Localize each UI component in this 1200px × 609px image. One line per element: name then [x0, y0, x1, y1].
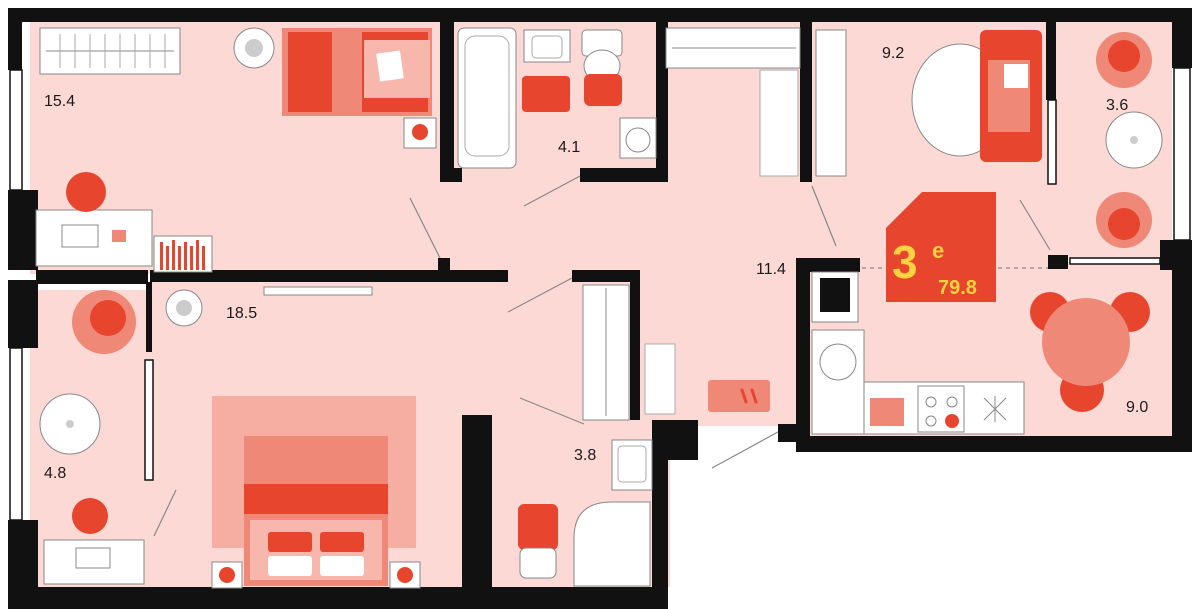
- dining-table: [1030, 292, 1150, 412]
- balcony-left-furniture: [39, 290, 145, 585]
- apartment-badge: 3 e 79.8: [886, 192, 996, 302]
- area-label-hallway: 11.4: [756, 261, 786, 278]
- window-left-top: [9, 69, 23, 191]
- wall-top: [8, 8, 1192, 22]
- area-label-bedroom-bottom: 18.5: [226, 305, 257, 322]
- window-right-balcony: [1173, 67, 1191, 241]
- shoe-rack: [582, 284, 676, 421]
- wall-mid-left: [36, 270, 148, 284]
- nightstand-top: [403, 117, 437, 149]
- wall-shower-right: [652, 420, 668, 609]
- balcony-right-furniture: [1096, 32, 1163, 248]
- wall-right-lower: [1172, 260, 1192, 450]
- door-mat: [708, 380, 770, 412]
- wall-balcony-r-bottom: [1048, 255, 1068, 269]
- fridge: [811, 271, 859, 323]
- plant-bottom: [165, 289, 203, 327]
- badge-background: [886, 192, 996, 302]
- area-label-balcony-right: 3.6: [1106, 97, 1128, 114]
- plant-top: [233, 27, 275, 69]
- wall-bath-bottom-r: [580, 168, 666, 182]
- wardrobe-hall: [665, 27, 801, 177]
- badge-room-count: 3: [892, 236, 918, 288]
- doors: [153, 175, 1051, 537]
- sofa-living: [980, 30, 1042, 162]
- wall-bath-bottom-l: [440, 168, 462, 182]
- wall-bottom-left: [8, 587, 668, 609]
- area-label-bedroom-top-left: 15.4: [44, 93, 75, 110]
- window-hall-right: [1069, 257, 1161, 265]
- room-area-labels: 15.4 4.1 9.2 3.6 11.4 18.5 4.8 3.8 9.0: [44, 45, 1148, 482]
- wall-kitchen-left: [796, 262, 810, 452]
- washing-machine: [619, 117, 657, 159]
- wardrobe-top-left: [39, 27, 181, 75]
- wall-balcony-l-right: [146, 282, 152, 352]
- wall-closet-right: [630, 270, 640, 420]
- wall-left-mid: [8, 190, 38, 270]
- area-label-living: 9.2: [882, 45, 904, 62]
- wall-stub-bedroom: [438, 258, 450, 276]
- wall-mid-horizontal: [150, 270, 508, 282]
- area-label-bathroom: 4.1: [558, 139, 580, 156]
- bed-bottom: [212, 396, 416, 586]
- window-left-bottom: [9, 347, 23, 521]
- bookshelf-top-left: [153, 235, 213, 273]
- wall-balcony-r-left: [1046, 22, 1056, 100]
- wall-right-top: [1172, 8, 1192, 68]
- wall-hall-stub: [572, 270, 640, 282]
- wall-kitchen-top: [796, 258, 860, 272]
- kitchen-counter: [811, 329, 1025, 435]
- wall-bottom-right: [796, 436, 1192, 452]
- window-balcony-left-inner: [144, 359, 154, 481]
- tv-stand: [815, 29, 847, 177]
- wall-left-top: [8, 8, 22, 70]
- nightstands-bottom: [211, 561, 421, 589]
- badge-total-area: 79.8: [938, 277, 977, 299]
- sink-bath: [523, 29, 571, 63]
- area-label-balcony-left: 4.8: [44, 465, 66, 482]
- badge-suffix: e: [932, 238, 944, 263]
- shower-room-furniture: [518, 439, 653, 587]
- bath-mat: [522, 76, 570, 112]
- window-balcony-inner: [1047, 99, 1057, 185]
- area-label-kitchen: 9.0: [1126, 399, 1148, 416]
- ac-unit: [263, 286, 373, 296]
- wall-shower-left: [462, 415, 492, 587]
- wall-kitchen-stub: [778, 424, 804, 442]
- walls: [8, 8, 1192, 609]
- bed-top-left: [282, 28, 432, 116]
- windows: [9, 67, 1191, 521]
- area-label-shower-room: 3.8: [574, 447, 596, 464]
- wall-left-mid2: [8, 280, 38, 348]
- bathtub: [457, 27, 517, 169]
- wall-bath-left: [440, 22, 454, 182]
- desk-top-left: [35, 172, 153, 267]
- wall-living-left: [800, 22, 812, 182]
- wall-bath-right: [656, 22, 668, 182]
- toilet-bath: [581, 29, 623, 106]
- wall-shower-stub: [668, 420, 698, 460]
